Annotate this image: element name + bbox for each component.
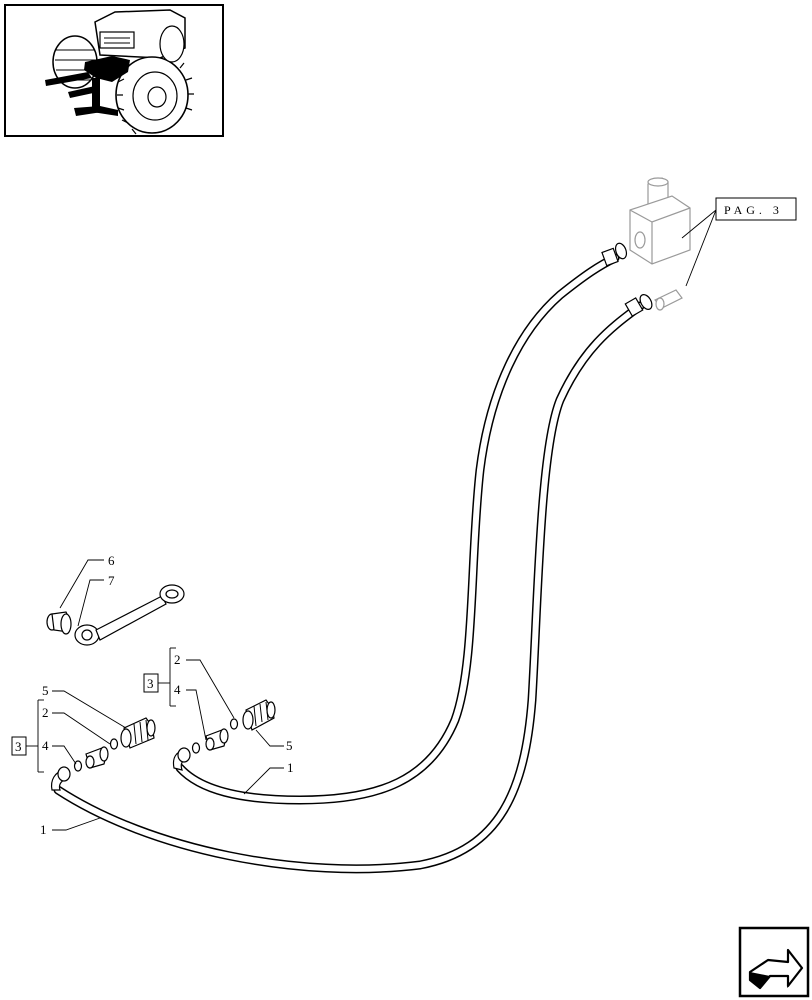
callout-cap-strap: 7 bbox=[108, 573, 115, 588]
callout-coupler-right: 5 bbox=[286, 738, 293, 753]
callout-coupler-left: 5 bbox=[42, 683, 49, 698]
adapter-left bbox=[85, 746, 109, 769]
callout-oring-right: 2 bbox=[174, 652, 181, 667]
group-bracket-left bbox=[26, 690, 127, 773]
hose-fitting-top-left bbox=[624, 294, 653, 317]
elbow-fitting-left bbox=[50, 766, 71, 791]
group-bracket-right bbox=[158, 647, 284, 747]
page-reference-leaders bbox=[681, 209, 717, 287]
tractor-locator-icon bbox=[4, 4, 224, 137]
group-box-left bbox=[11, 736, 27, 756]
cap-strap bbox=[74, 584, 185, 646]
page-reference-box: PAG. 3 bbox=[715, 197, 797, 221]
callout-oring-left: 2 bbox=[42, 705, 49, 720]
oring-right bbox=[229, 718, 239, 730]
callout-leaders-cap bbox=[59, 559, 104, 627]
callout-cap: 6 bbox=[108, 553, 115, 568]
dust-cap bbox=[46, 611, 72, 635]
callout-hose-right: 1 bbox=[287, 760, 294, 775]
elbow-fitting-right bbox=[172, 747, 191, 771]
callout-adapter-left: 4 bbox=[42, 738, 49, 753]
callout-leaders-hoses bbox=[52, 767, 284, 831]
oring-left bbox=[109, 738, 119, 750]
hose-fitting-top-right bbox=[601, 242, 628, 267]
page-reference-text: PAG. 3 bbox=[724, 203, 783, 217]
coupler-left bbox=[120, 717, 156, 749]
callout-group-right: 3 bbox=[147, 676, 154, 691]
adapter-left-oring bbox=[73, 760, 83, 772]
callout-adapter-right: 4 bbox=[174, 682, 181, 697]
group-box-right bbox=[143, 673, 159, 693]
hose-right bbox=[175, 253, 620, 805]
callout-hose-left: 1 bbox=[40, 822, 47, 837]
coupler-right bbox=[242, 699, 276, 731]
next-page-arrow-icon[interactable] bbox=[738, 926, 810, 998]
hose-left bbox=[53, 301, 645, 874]
valve-block-reference bbox=[629, 177, 691, 311]
callout-group-left: 3 bbox=[15, 739, 22, 754]
adapter-right bbox=[205, 728, 229, 751]
adapter-right-oring bbox=[191, 742, 201, 754]
